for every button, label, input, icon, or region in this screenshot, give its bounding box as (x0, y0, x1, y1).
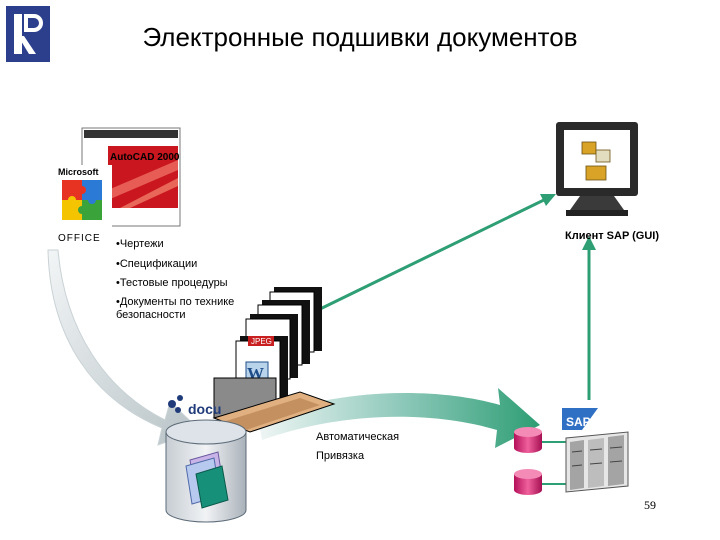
client-arrow-head (540, 194, 556, 206)
office-logo-bottom: OFFICE (58, 233, 101, 244)
doc-type-drawings: •Чертежи (116, 238, 164, 250)
client-arrow-line (317, 196, 549, 312)
sap-server-rack-icon (565, 431, 629, 493)
jpeg-tag (248, 336, 274, 346)
server-up-arrow-head (582, 236, 596, 250)
auto-link-label: Автоматическая Привязка (316, 431, 400, 462)
sap-logo: SAP (562, 408, 598, 430)
slide-title: Электронные подшивки документов (142, 22, 578, 52)
sap-logo-text: SAP (566, 415, 591, 429)
sap-client-label: Клиент SAP (GUI) (565, 230, 660, 242)
sap-database-2-icon (514, 469, 542, 495)
sap-database-1-icon (514, 427, 542, 453)
office-logo: Microsoft OFFICE (56, 165, 112, 245)
hse-logo (6, 6, 50, 62)
repository-database-icon (165, 419, 247, 523)
doc-type-specifications: •Спецификации (116, 258, 198, 270)
sap-gui-monitor-icon (556, 122, 638, 216)
documentum-logo-text: docu (188, 401, 221, 417)
documentum-logo: docu (168, 395, 221, 417)
scanner-tray-icon (212, 377, 336, 433)
page-number: 59 (644, 498, 656, 512)
jpeg-tag-text: JPEG (251, 337, 272, 346)
doc-type-safety-docs: •Документы по технике безопасности (116, 296, 235, 321)
autocad-box-text: AutoCAD 2000 (110, 152, 180, 163)
doc-type-test-procedures: •Тестовые процедуры (116, 277, 228, 289)
office-puzzle-icon (62, 180, 102, 220)
office-logo-top: Microsoft (58, 167, 99, 177)
